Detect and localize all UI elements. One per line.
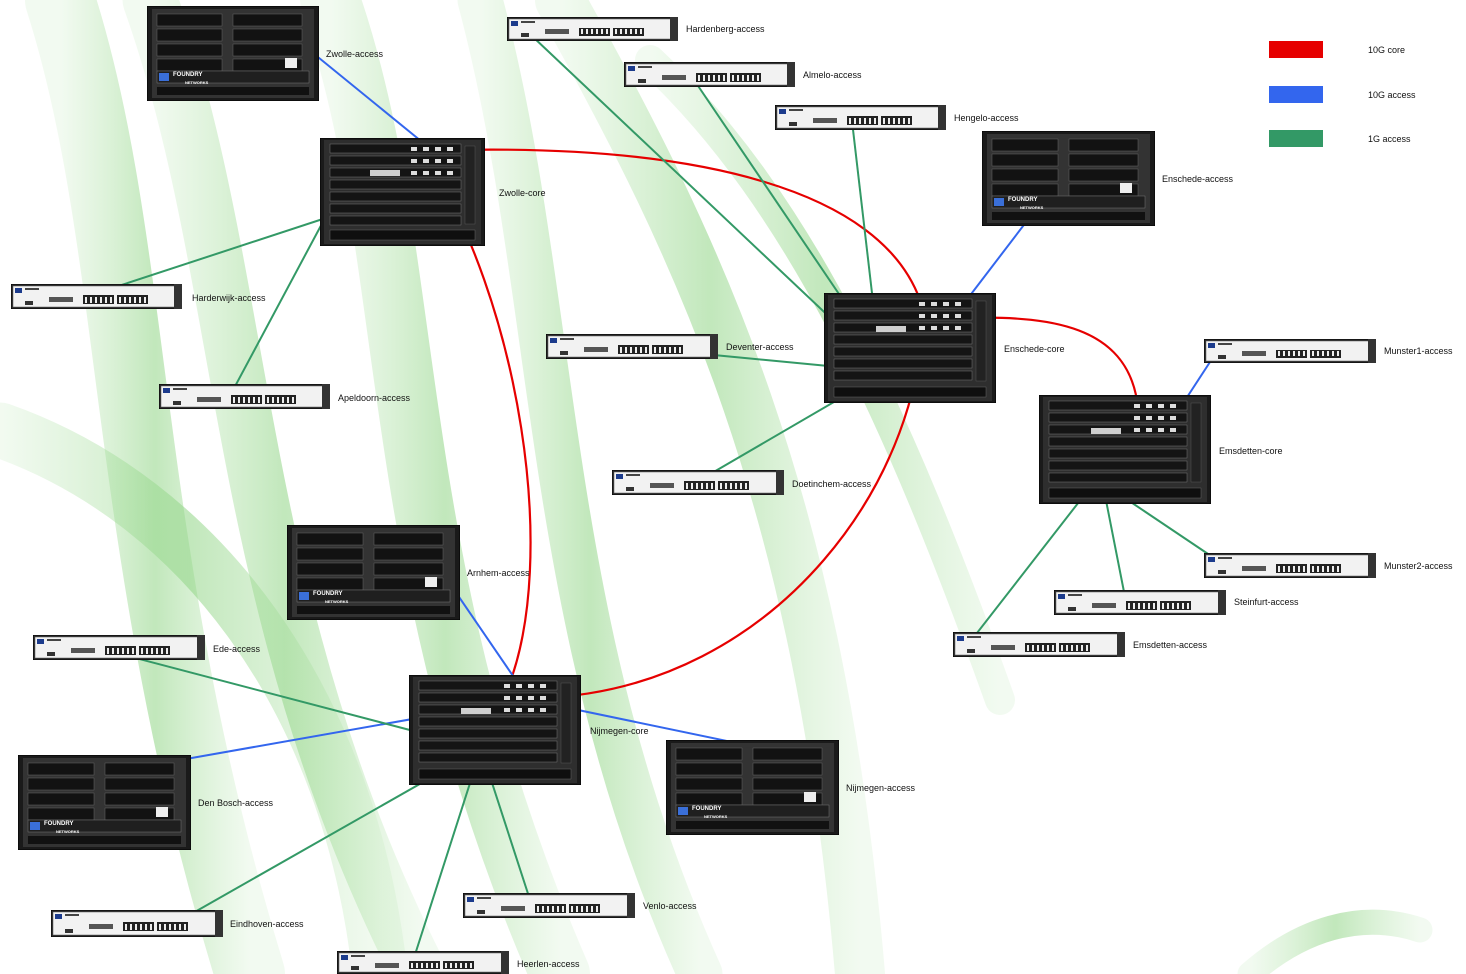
zwolle-core-device-icon — [319, 137, 486, 247]
foundry-logo-sub: NETWORKS — [1020, 205, 1044, 210]
legend-label-2: 1G access — [1368, 134, 1411, 144]
steinfurt-access-label: Steinfurt-access — [1234, 597, 1299, 607]
arnhem-access-device-icon — [286, 524, 461, 621]
zwolle-access-label: Zwolle-access — [326, 49, 384, 59]
deventer-access-switch[interactable] — [545, 333, 719, 360]
legend-swatch-0 — [1269, 41, 1323, 58]
nijmegen-core-switch[interactable] — [408, 674, 582, 786]
nijmegen-access-label: Nijmegen-access — [846, 783, 916, 793]
munster2-access-switch[interactable] — [1203, 552, 1377, 579]
harderwijk-access-device-icon — [10, 283, 183, 310]
ede-access-label: Ede-access — [213, 644, 261, 654]
harderwijk-access-label: Harderwijk-access — [192, 293, 266, 303]
eindhoven-access-device-icon — [50, 909, 224, 938]
enschede-core-switch[interactable] — [823, 292, 997, 404]
munster2-access-label: Munster2-access — [1384, 561, 1453, 571]
foundry-logo-sub: NETWORKS — [56, 829, 80, 834]
denbosch-access-device-icon — [17, 754, 192, 851]
heerlen-access-switch[interactable] — [336, 950, 510, 974]
legend-swatch-1 — [1269, 86, 1323, 103]
hardenberg-access-label: Hardenberg-access — [686, 24, 765, 34]
ede-access-switch[interactable] — [32, 634, 206, 661]
zwolle-core-switch[interactable] — [319, 137, 486, 247]
doetinchem-access-device-icon — [611, 469, 785, 496]
legend-swatch-2 — [1269, 130, 1323, 147]
nijmegen-core-label: Nijmegen-core — [590, 726, 649, 736]
almelo-access-switch[interactable] — [623, 61, 796, 88]
enschede-core-label: Enschede-core — [1004, 344, 1065, 354]
harderwijk-access-switch[interactable] — [10, 283, 183, 310]
munster2-access-device-icon — [1203, 552, 1377, 579]
zwolle-access-switch[interactable]: FOUNDRY NETWORKS — [146, 5, 320, 102]
steinfurt-access-device-icon — [1053, 589, 1227, 616]
eindhoven-access-label: Eindhoven-access — [230, 919, 304, 929]
doetinchem-access-switch[interactable] — [611, 469, 785, 496]
foundry-logo: FOUNDRY — [313, 591, 343, 597]
arnhem-access-label: Arnhem-access — [467, 568, 530, 578]
foundry-logo: FOUNDRY — [44, 821, 74, 827]
eindhoven-access-switch[interactable] — [50, 909, 224, 938]
venlo-access-switch[interactable] — [462, 892, 636, 919]
apeldoorn-access-label: Apeldoorn-access — [338, 393, 411, 403]
link-1g-access-23 — [969, 479, 1097, 643]
zwolle-core-label: Zwolle-core — [499, 188, 546, 198]
emsdetten-access-device-icon — [952, 631, 1126, 658]
arnhem-access-switch[interactable]: FOUNDRY NETWORKS — [286, 524, 461, 621]
munster1-access-switch[interactable] — [1203, 338, 1377, 364]
legend-label-0: 10G core — [1368, 45, 1406, 55]
emsdetten-core-device-icon — [1038, 394, 1212, 505]
link-1g-access-19 — [411, 751, 481, 965]
apeldoorn-access-switch[interactable] — [158, 383, 331, 410]
almelo-access-device-icon — [623, 61, 796, 88]
link-1g-access-13 — [87, 213, 339, 297]
heerlen-access-device-icon — [336, 950, 510, 974]
denbosch-access-label: Den Bosch-access — [198, 798, 274, 808]
emsdetten-core-switch[interactable] — [1038, 394, 1212, 505]
heerlen-access-label: Heerlen-access — [517, 959, 580, 969]
link-10g-core-3 — [964, 316, 1140, 409]
nijmegen-access-device-icon — [665, 739, 840, 836]
almelo-access-label: Almelo-access — [803, 70, 862, 80]
apeldoorn-access-device-icon — [158, 383, 331, 410]
denbosch-access-switch[interactable]: FOUNDRY NETWORKS — [17, 754, 192, 851]
munster1-access-device-icon — [1203, 338, 1377, 364]
emsdetten-access-switch[interactable] — [952, 631, 1126, 658]
link-1g-access-10 — [531, 35, 876, 361]
ede-access-device-icon — [32, 634, 206, 661]
venlo-access-device-icon — [462, 892, 636, 919]
link-10g-core-0 — [454, 148, 922, 301]
nijmegen-core-device-icon — [408, 674, 582, 786]
foundry-logo-sub: NETWORKS — [325, 599, 349, 604]
zwolle-access-device-icon — [146, 5, 320, 102]
hengelo-access-label: Hengelo-access — [954, 113, 1019, 123]
steinfurt-access-switch[interactable] — [1053, 589, 1227, 616]
foundry-logo: FOUNDRY — [1008, 197, 1038, 203]
emsdetten-core-label: Emsdetten-core — [1219, 446, 1283, 456]
enschede-access-device-icon — [981, 130, 1156, 227]
nijmegen-access-switch[interactable]: FOUNDRY NETWORKS — [665, 739, 840, 836]
hardenberg-access-device-icon — [506, 16, 679, 42]
munster1-access-label: Munster1-access — [1384, 346, 1453, 356]
emsdetten-access-label: Emsdetten-access — [1133, 640, 1208, 650]
hengelo-access-device-icon — [774, 104, 947, 131]
foundry-logo: FOUNDRY — [173, 72, 203, 78]
hengelo-access-switch[interactable] — [774, 104, 947, 131]
doetinchem-access-label: Doetinchem-access — [792, 479, 872, 489]
foundry-logo: FOUNDRY — [692, 806, 722, 812]
hardenberg-access-switch[interactable] — [506, 16, 679, 42]
enschede-access-switch[interactable]: FOUNDRY NETWORKS — [981, 130, 1156, 227]
deventer-access-label: Deventer-access — [726, 342, 794, 352]
legend-label-1: 10G access — [1368, 90, 1416, 100]
enschede-access-label: Enschede-access — [1162, 174, 1234, 184]
enschede-core-device-icon — [823, 292, 997, 404]
venlo-access-label: Venlo-access — [643, 901, 697, 911]
foundry-logo-sub: NETWORKS — [704, 814, 728, 819]
foundry-logo-sub: NETWORKS — [185, 80, 209, 85]
link-1g-access-14 — [231, 217, 326, 393]
deventer-access-device-icon — [545, 333, 719, 360]
